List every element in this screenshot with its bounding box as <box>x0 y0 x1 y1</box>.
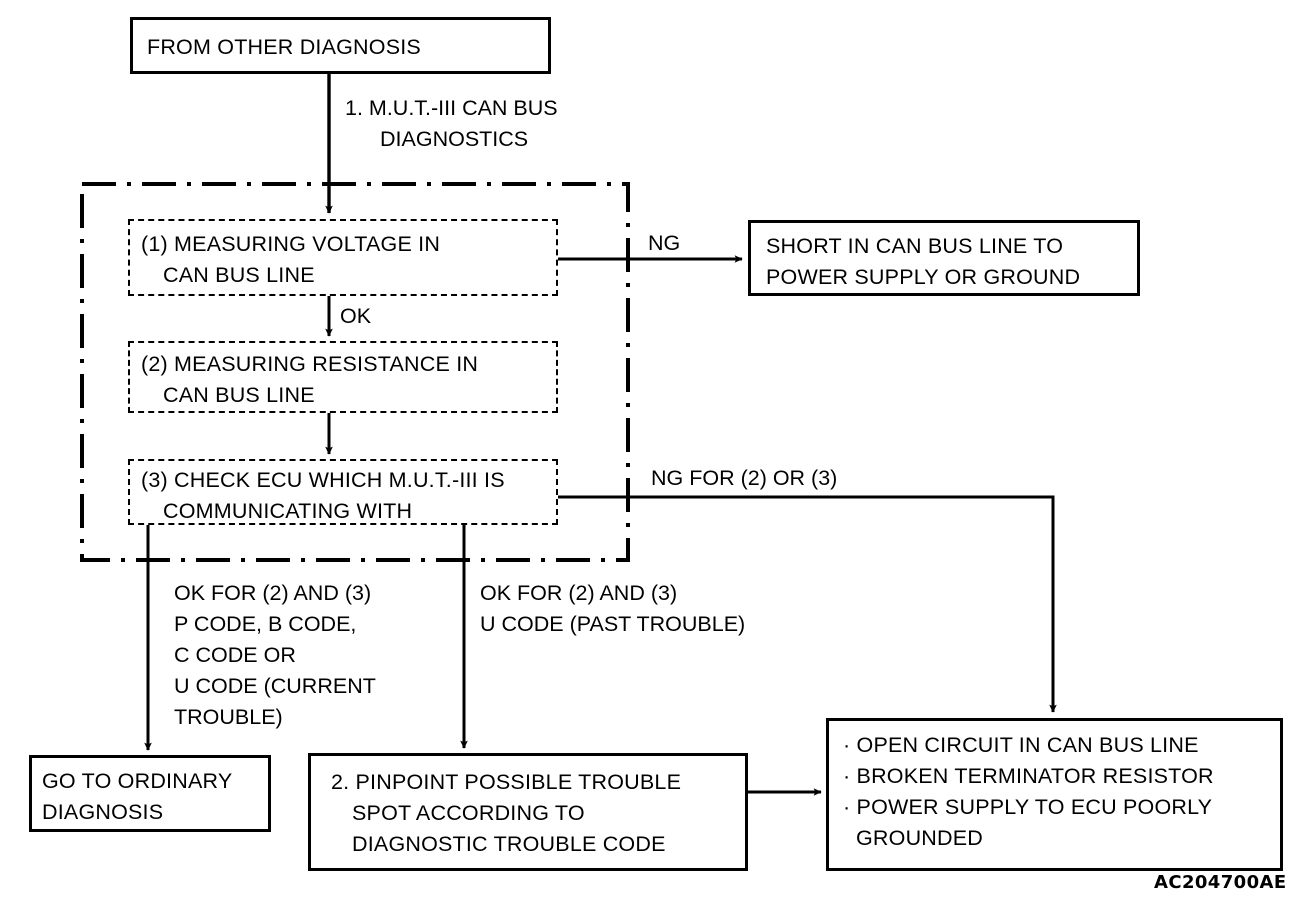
node-pinpoint-line1: 2. PINPOINT POSSIBLE TROUBLE <box>331 770 682 794</box>
figure-code-label: AC204700AE <box>1154 872 1287 893</box>
edge-label-ok-left-line2: P CODE, B CODE, <box>174 612 357 636</box>
node-pinpoint-possible-trouble: 2. PINPOINT POSSIBLE TROUBLE SPOT ACCORD… <box>308 753 748 871</box>
node-check3-check-ecu: (3) CHECK ECU WHICH M.U.T.-III IS COMMUN… <box>128 459 558 525</box>
cause-item-open-circuit: · OPEN CIRCUIT IN CAN BUS LINE <box>843 733 1199 757</box>
node-check3-line2: COMMUNICATING WITH <box>163 499 413 523</box>
node-short-in-can-bus-line: SHORT IN CAN BUS LINE TO POWER SUPPLY OR… <box>748 220 1140 296</box>
node-ordinary-line1: GO TO ORDINARY <box>42 769 233 793</box>
node-check1-measuring-voltage: (1) MEASURING VOLTAGE IN CAN BUS LINE <box>128 219 558 296</box>
node-from-other-diagnosis-text: FROM OTHER DIAGNOSIS <box>147 35 421 59</box>
edge-label-ok-left-line1: OK FOR (2) AND (3) <box>174 581 372 605</box>
node-check2-line2: CAN BUS LINE <box>163 383 315 407</box>
node-check2-measuring-resistance: (2) MEASURING RESISTANCE IN CAN BUS LINE <box>128 341 558 413</box>
edge-label-ok-mid-line2: U CODE (PAST TROUBLE) <box>480 612 746 636</box>
node-ordinary-line2: DIAGNOSIS <box>42 800 164 824</box>
edge-label-ng-for-2-or-3: NG FOR (2) OR (3) <box>651 466 838 490</box>
cause-item-broken-terminator: · BROKEN TERMINATOR RESISTOR <box>843 764 1214 788</box>
node-check2-line1: (2) MEASURING RESISTANCE IN <box>141 352 479 376</box>
node-check3-line1: (3) CHECK ECU WHICH M.U.T.-III IS <box>141 468 505 492</box>
node-go-to-ordinary-diagnosis: GO TO ORDINARY DIAGNOSIS <box>29 755 271 832</box>
node-check1-line1: (1) MEASURING VOLTAGE IN <box>141 232 441 256</box>
edge-label-ok-left-line5: TROUBLE) <box>174 705 283 729</box>
edge-label-mut-can-bus-diagnostics-line1: 1. M.U.T.-III CAN BUS <box>345 96 558 120</box>
node-check1-line2: CAN BUS LINE <box>163 263 315 287</box>
node-possible-causes: · OPEN CIRCUIT IN CAN BUS LINE · BROKEN … <box>826 718 1283 871</box>
edge-label-ok: OK <box>340 304 372 328</box>
node-pinpoint-line3: DIAGNOSTIC TROUBLE CODE <box>352 832 666 856</box>
edge-label-ok-mid-line1: OK FOR (2) AND (3) <box>480 581 678 605</box>
edge-label-ok-left-line3: C CODE OR <box>174 643 296 667</box>
edge-label-mut-can-bus-diagnostics-line2: DIAGNOSTICS <box>380 127 529 151</box>
edge-label-ng: NG <box>648 231 681 255</box>
node-pinpoint-line2: SPOT ACCORDING TO <box>352 801 585 825</box>
cause-item-power-supply-cont: GROUNDED <box>856 826 984 850</box>
cause-item-power-supply: · POWER SUPPLY TO ECU POORLY <box>843 795 1213 819</box>
node-short-line1: SHORT IN CAN BUS LINE TO <box>766 234 1064 258</box>
node-short-line2: POWER SUPPLY OR GROUND <box>766 265 1081 289</box>
node-from-other-diagnosis: FROM OTHER DIAGNOSIS <box>130 17 551 74</box>
edge-label-ok-left-line4: U CODE (CURRENT <box>174 674 376 698</box>
